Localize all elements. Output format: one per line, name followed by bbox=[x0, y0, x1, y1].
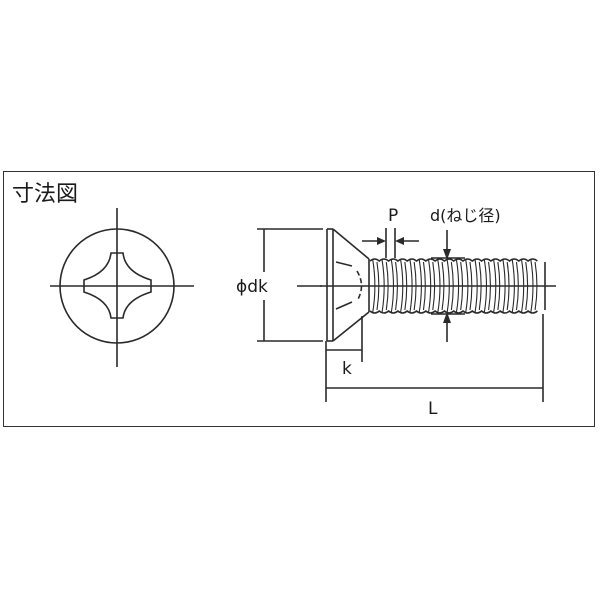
head-diameter-label: ϕdk bbox=[236, 277, 268, 297]
head-height-dimension bbox=[325, 316, 363, 402]
screw-top-view bbox=[50, 208, 194, 367]
thread-diameter-dimension bbox=[431, 230, 465, 342]
drawing-frame bbox=[3, 171, 595, 427]
screw-head-side bbox=[326, 228, 370, 342]
thread-diameter-label: d(ねじ径) bbox=[430, 206, 501, 225]
head-height-label: k bbox=[342, 359, 352, 379]
pitch-dimension bbox=[362, 228, 419, 258]
length-dimension bbox=[326, 314, 544, 402]
dk-dimension bbox=[257, 228, 323, 342]
length-label: L bbox=[428, 399, 438, 419]
diagram-title: 寸法図 bbox=[12, 182, 78, 207]
pitch-label: P bbox=[388, 206, 398, 226]
